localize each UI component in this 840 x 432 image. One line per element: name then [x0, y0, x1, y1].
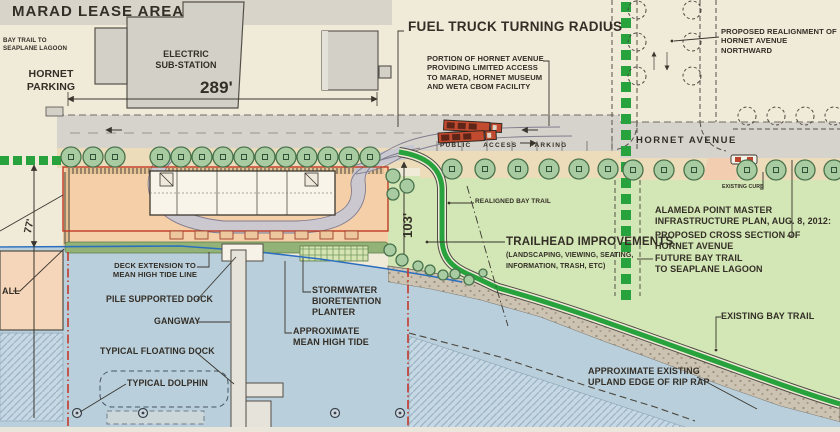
label-hornet-parking: HORNET PARKING	[26, 68, 76, 93]
gangway-strip	[230, 249, 247, 432]
floating-dock-outline	[99, 370, 229, 408]
road-arrows	[105, 126, 538, 147]
label-trailhead-improvements: TRAILHEAD IMPROVEMENTS	[506, 236, 674, 248]
label-approx-mean-high-tide: APPROXIMATE MEAN HIGH TIDE	[293, 326, 369, 347]
electric-substation-building	[94, 1, 245, 109]
dimension-lines	[0, 92, 408, 418]
realignment-corridor	[611, 0, 840, 296]
label-existing-bay-trail: EXISTING BAY TRAIL	[721, 311, 815, 321]
lease-lines	[67, 252, 409, 432]
leader-lines	[13, 30, 793, 413]
street-trees	[60, 146, 840, 286]
existing-bay-trail-path	[398, 149, 840, 407]
dolphin-markers	[71, 407, 406, 419]
fuel-trucks	[437, 119, 503, 144]
label-upland-edge: APPROXIMATE EXISTING UPLAND EDGE OF RIP …	[588, 366, 710, 387]
label-trailhead-details: (LANDSCAPING, VIEWING, SEATING, INFORMAT…	[506, 252, 634, 270]
hornet-avenue-road	[57, 114, 840, 160]
label-public-access-parking: PUBLIC ACCESS PARKING	[440, 142, 568, 149]
label-bay-trail-to-seaplane-lagoon: BAY TRAIL TO SEAPLANE LAGOON	[3, 37, 68, 52]
label-typical-dolphin: TYPICAL DOLPHIN	[127, 378, 209, 388]
proposed-trees	[627, 0, 840, 126]
upland-edge-line	[408, 332, 696, 422]
label-typical-floating-dock: TYPICAL FLOATING DOCK	[100, 346, 215, 356]
utility-buildings	[45, 30, 392, 117]
alignment-dashdot-line	[466, 185, 509, 327]
scan-edge-strip	[0, 427, 840, 432]
dock-structures	[99, 243, 284, 432]
label-marad-lease-area: MARAD LEASE AREA	[12, 3, 185, 20]
grass-area	[388, 176, 840, 404]
floating-dock	[245, 382, 284, 398]
label-hornet-avenue: HORNET AVENUE	[636, 135, 737, 146]
label-existing-curb: EXISTING CURB	[722, 184, 764, 190]
label-dim-103: 103'	[400, 212, 415, 238]
label-wall-partial: ALL	[2, 286, 20, 296]
label-dim-289: 289'	[200, 78, 233, 97]
driveway-apron	[703, 158, 738, 180]
label-deck-extension: DECK EXTENSION TO MEAN HIGH TIDE LINE	[112, 261, 198, 280]
terminal-building	[149, 170, 336, 216]
hatch-areas	[0, 332, 701, 432]
label-fuel-truck-turning-radius: FUEL TRUCK TURNING RADIUS	[408, 19, 623, 34]
bay-trail-dashes-left	[0, 156, 61, 165]
label-proposed-realignment: PROPOSED REALIGNMENT OF HORNET AVENUE NO…	[721, 27, 837, 55]
picnic-tables	[169, 230, 359, 240]
label-alameda-plan: ALAMEDA POINT MASTER INFRASTRUCTURE PLAN…	[655, 205, 832, 226]
label-realigned-bay-trail: REALIGNED BAY TRAIL	[475, 198, 551, 205]
parking-ticks	[436, 141, 613, 151]
bay-trail-paths	[398, 147, 840, 409]
label-stormwater-planter: STORMWATER BIORETENTION PLANTER	[312, 285, 382, 317]
label-proposed-cross-section: PROPOSED CROSS SECTION OF HORNET AVENUE	[655, 230, 801, 251]
mean-high-tide-line	[0, 245, 463, 283]
label-electric-substation: ELECTRIC SUB-STATION	[155, 49, 217, 70]
label-gangway: GANGWAY	[154, 316, 201, 326]
terminal-parcel	[62, 126, 573, 248]
label-future-bay-trail: FUTURE BAY TRAIL TO SEAPLANE LAGOON	[655, 253, 763, 274]
seawall-deck	[0, 250, 64, 331]
label-portion-of-hornet: PORTION OF HORNET AVENUE PROVIDING LIMIT…	[427, 54, 544, 91]
label-pile-supported-dock: PILE SUPPORTED DOCK	[106, 294, 213, 304]
